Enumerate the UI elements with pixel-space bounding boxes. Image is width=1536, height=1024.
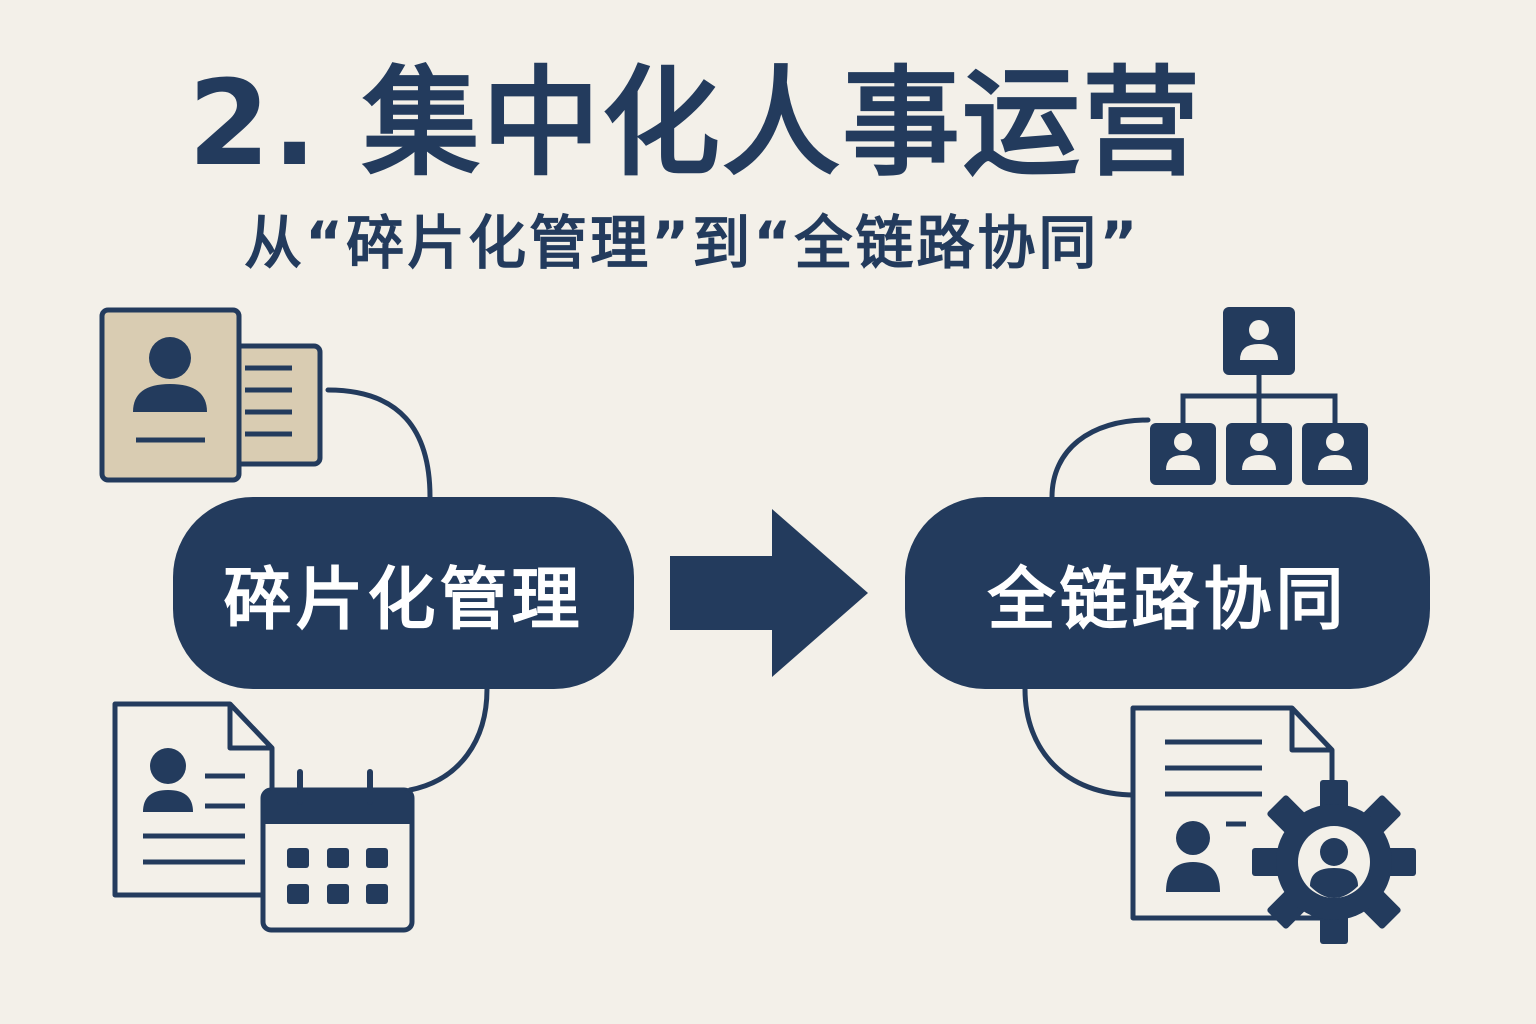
to-node-pill: 全链路协同 (905, 497, 1430, 689)
from-node-label: 碎片化管理 (223, 560, 584, 640)
document-gear-icon (1130, 705, 1416, 944)
calendar-icon (260, 769, 415, 933)
page-subtitle: 从“碎片化管理”到“全链路协同” (244, 209, 1141, 277)
connector-bottom-left (407, 686, 490, 793)
to-node-label: 全链路协同 (987, 560, 1348, 640)
connector-top-right (1049, 417, 1151, 500)
arrow-right-icon (670, 509, 868, 677)
from-node-pill: 碎片化管理 (173, 497, 634, 689)
connector-top-left (325, 387, 433, 500)
profile-card-icon (99, 307, 323, 483)
documents-icon (229, 343, 323, 467)
connector-bottom-right (1022, 686, 1138, 798)
connector-lines (325, 387, 1151, 798)
page-title: 2. 集中化人事运营 (188, 54, 1203, 192)
resume-document-icon (112, 701, 275, 898)
org-chart-icon (1150, 307, 1368, 485)
